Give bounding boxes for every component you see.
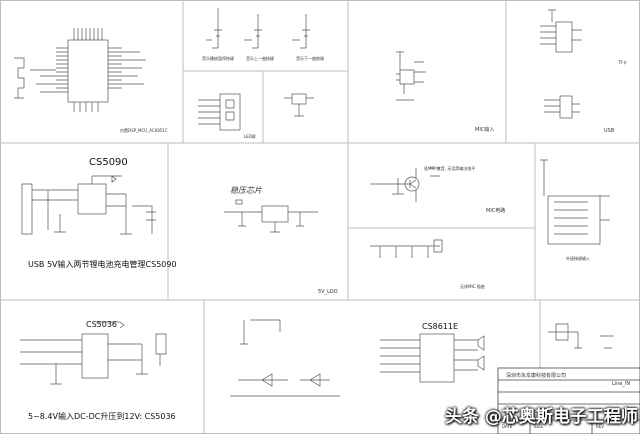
mic-preamp-note: 驻MIC 放音, 无话筒输出电平 — [424, 166, 476, 171]
usb-caption: USB — [604, 128, 615, 134]
key-caption-play: 音乐播放暂停按键 — [202, 56, 234, 61]
key-circuits — [206, 8, 310, 49]
mic-input-jack — [396, 51, 426, 101]
watermark: 头条 @芯奥斯电子工程师 — [445, 407, 638, 427]
amp-circuit — [230, 319, 485, 397]
mcu-caption: 内置DSP_MCU_AC6951C — [120, 128, 168, 133]
usb-port — [544, 95, 580, 119]
line-in-caption: Line_IN — [612, 381, 631, 387]
line-in-jack — [548, 323, 614, 349]
key-array — [540, 159, 610, 245]
title-block-rev: REV — [596, 424, 605, 429]
title-block-company: 深圳市永阜康科技有限公司 — [506, 373, 567, 379]
key-caption-prev: 音乐上一曲按键 — [246, 56, 274, 61]
ldo-circuit — [224, 199, 318, 233]
boost-caption: 5~8.4V输入DC-DC升压到12V: CS5036 — [28, 412, 176, 421]
tf-caption: TF卡 — [618, 60, 627, 65]
key-array-caption: 外接按键输入 — [566, 256, 590, 261]
mic-seat — [370, 239, 443, 258]
amp-chip-title: CS8611E — [422, 322, 459, 331]
title-block-size: SIZE — [534, 424, 543, 429]
charger-circuit — [21, 175, 156, 235]
title-block — [497, 367, 640, 434]
boost-circuit — [20, 321, 167, 385]
mcu-chip — [14, 28, 146, 112]
led-regulator — [284, 93, 314, 117]
ldo-caption: 5V_LDO — [318, 289, 338, 295]
tf-slot — [540, 9, 582, 53]
mic-preamp — [370, 167, 440, 202]
mic-preamp-caption: MIC电路 — [486, 208, 506, 214]
charger-caption: USB 5V输入两节锂电池充电管理CS5090 — [28, 260, 177, 269]
boost-chip-title: CS5036 — [86, 320, 118, 329]
title-block-date: DATE — [502, 424, 513, 429]
led-display — [198, 93, 241, 131]
mic-input-caption: MIC输入 — [475, 127, 495, 133]
charger-chip-title: CS5090 — [89, 157, 128, 168]
led-caption: LED屏 — [244, 134, 256, 139]
mic-seat-caption: 无线MIC 插座 — [460, 284, 485, 289]
ldo-handwritten-note: 稳压芯片 — [230, 186, 262, 195]
key-caption-next: 音乐下一曲按键 — [296, 56, 324, 61]
